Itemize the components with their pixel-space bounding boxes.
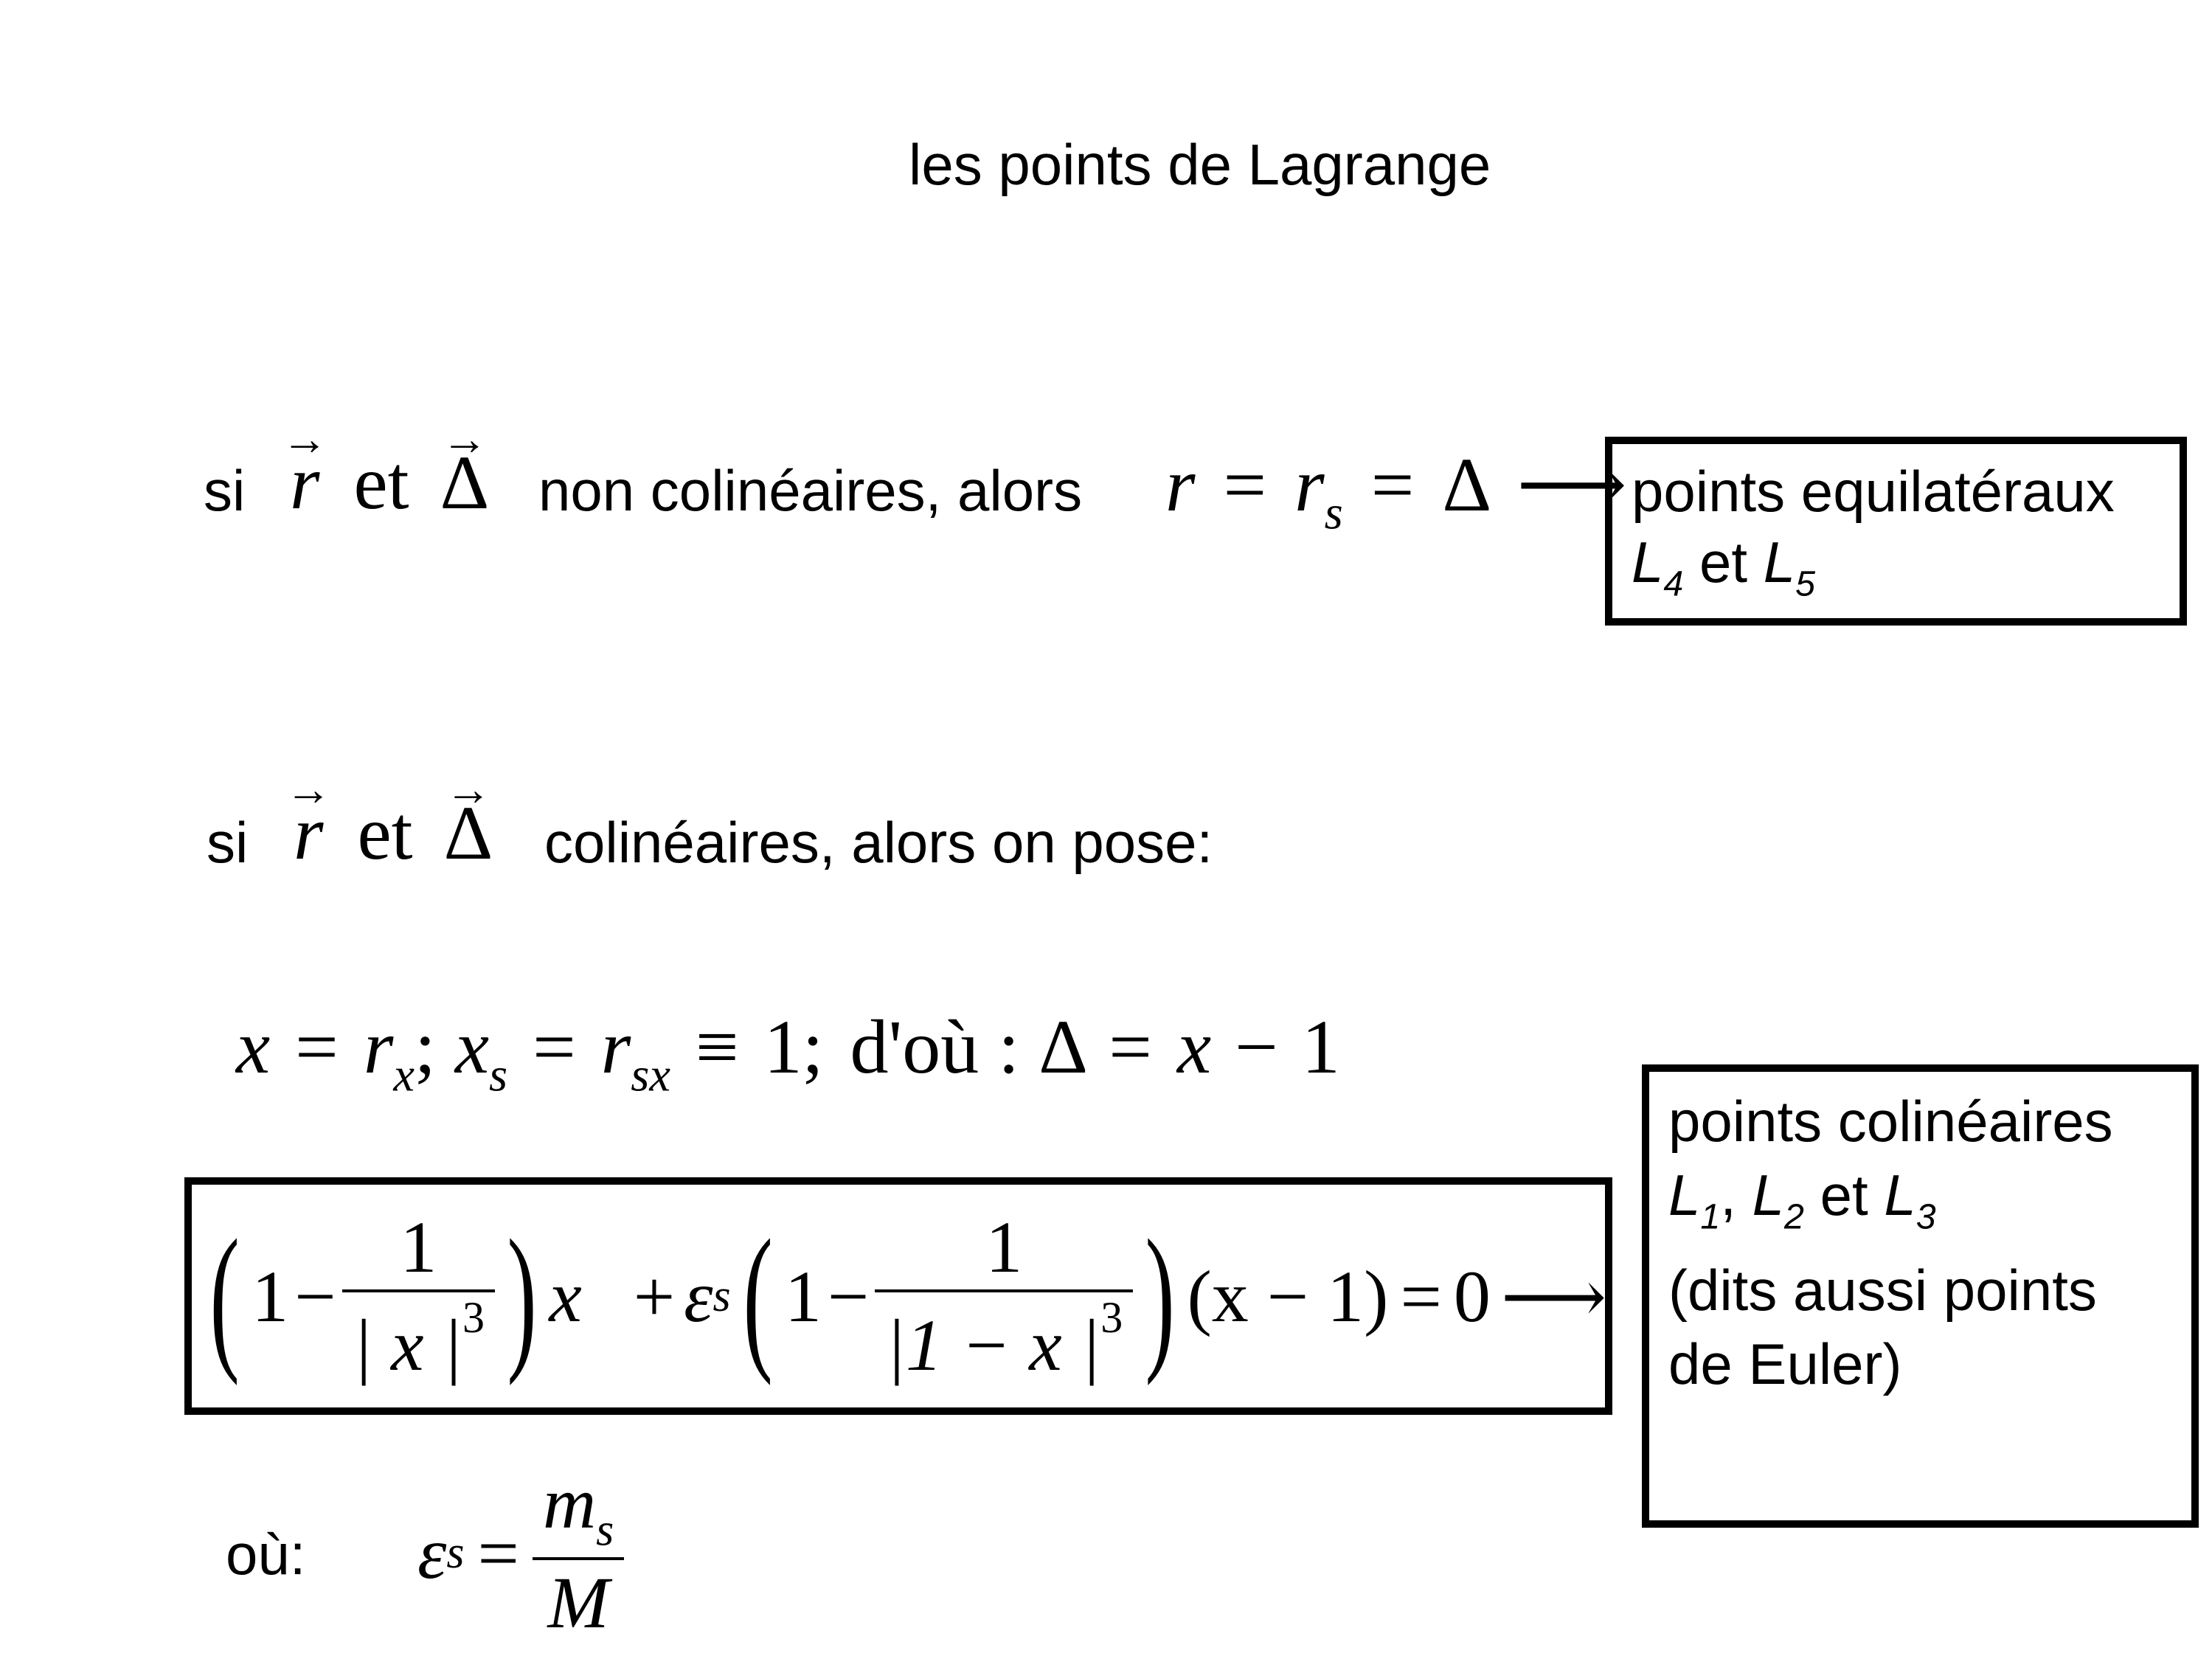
row3-eq1: = xyxy=(295,1005,339,1090)
row4-equals: = xyxy=(477,1511,519,1594)
equilateral-points-label: points equilatéraux L4 et L5 xyxy=(1632,456,2115,619)
collinear-equation-box xyxy=(184,1177,1612,1415)
arrow-icon: ⟶ xyxy=(1500,1255,1607,1338)
box2-equals: = xyxy=(1400,1255,1442,1337)
box2-fraction2: 1 |1 − x |3 xyxy=(875,1205,1134,1388)
row1-eq-delta: Δ xyxy=(1442,443,1488,527)
row2-delta: Δ xyxy=(443,791,493,876)
box2-den1: | x | xyxy=(352,1304,463,1386)
row1-r-vector: →r et →Δ xyxy=(282,414,490,525)
box3-line2: L1, L2 et L3 xyxy=(1668,1158,2113,1253)
box1-sub5: 5 xyxy=(1795,564,1815,604)
row4-num-sub: s xyxy=(596,1505,614,1556)
box2-den2-exp: 3 xyxy=(1100,1293,1123,1342)
box3-sub1: 1 xyxy=(1700,1196,1721,1237)
row1-eq-r2: r xyxy=(1294,443,1325,527)
row4-num-m: m xyxy=(542,1462,597,1545)
page-title: les points de Lagrange xyxy=(909,132,1491,197)
row4-eps-sub: s xyxy=(446,1527,465,1578)
row3-one: 1; xyxy=(763,1005,824,1090)
row3-semi: ; xyxy=(414,1005,436,1090)
row3-eq3: = xyxy=(1109,1005,1152,1090)
box3-line4: de Euler) xyxy=(1668,1331,1902,1397)
box1-line2: L4 et L5 xyxy=(1632,527,2115,619)
row3-x3: x xyxy=(1176,1005,1212,1090)
row3-equation: x = rx; xs = rsx ≡ 1; d'où : Δ = x − 1 xyxy=(236,1003,1340,1103)
box2-den2: |1 − x | xyxy=(885,1304,1101,1386)
box1-et: et xyxy=(1699,530,1748,595)
box3-et: et xyxy=(1820,1163,1868,1227)
row1-r: r xyxy=(290,440,320,525)
row3-dou: d'où : xyxy=(850,1005,1020,1090)
row3-x2: x xyxy=(454,1005,490,1090)
box2-rparen1: ) xyxy=(507,1206,537,1386)
box2-eps-sub: s xyxy=(713,1270,731,1321)
row1-si: si xyxy=(204,458,246,523)
box2-zero: 0 xyxy=(1453,1255,1491,1337)
box2-xm1: (x − 1) xyxy=(1187,1255,1389,1337)
box1-L5: L xyxy=(1763,530,1796,595)
box2-den1-exp: 3 xyxy=(462,1293,485,1342)
row4-den-M: M xyxy=(532,1556,625,1645)
row1-text: non colinéaires, alors xyxy=(538,458,1083,523)
box3-comma: , xyxy=(1720,1163,1736,1227)
box2-lparen2: ( xyxy=(743,1206,773,1386)
row3-sub-x: x xyxy=(393,1048,415,1101)
box3-line3: (dits aussi points xyxy=(1668,1258,2097,1323)
box2-minus2: − xyxy=(827,1255,870,1337)
box1-line1: points equilatéraux xyxy=(1632,459,2115,524)
box1-L4: L xyxy=(1632,530,1664,595)
row3-r: r xyxy=(363,1005,394,1090)
box1-sub4: 4 xyxy=(1663,564,1684,604)
row4-fraction: ms M xyxy=(532,1461,625,1645)
box2-eps: ε xyxy=(684,1255,713,1337)
row1-equation: r = rs = Δ ⟶ xyxy=(1165,439,1627,541)
row2-et: et xyxy=(357,791,413,876)
row3-equiv: ≡ xyxy=(695,1005,739,1090)
row3-eq2: = xyxy=(533,1005,576,1090)
box2-one1: 1 xyxy=(252,1255,289,1337)
row4-ou: où: xyxy=(226,1522,306,1587)
box2-one2: 1 xyxy=(784,1255,822,1337)
row1-eq-equals1: = xyxy=(1223,443,1267,527)
box2-plus: + xyxy=(633,1255,676,1337)
row3-one2: 1 xyxy=(1301,1005,1340,1090)
row2-si: si xyxy=(207,810,249,875)
row1-et: et xyxy=(353,440,409,525)
box2-num2: 1 xyxy=(985,1206,1023,1288)
box2-minus1: − xyxy=(294,1255,336,1337)
box3-L2: L xyxy=(1752,1163,1785,1227)
row3-sub-sx: sx xyxy=(631,1048,670,1101)
box3-sub2: 2 xyxy=(1784,1196,1804,1237)
row3-minus: − xyxy=(1235,1005,1278,1090)
box3-sub3: 3 xyxy=(1915,1196,1936,1237)
row3-x: x xyxy=(236,1005,271,1090)
row1-eq-sub-s: s xyxy=(1324,486,1343,539)
box3-L3: L xyxy=(1884,1163,1916,1227)
row3-r2: r xyxy=(600,1005,631,1090)
row2-r-vector: →r et →Δ xyxy=(285,764,493,876)
box2-x1: x xyxy=(549,1255,582,1337)
box3-line1: points colinéaires xyxy=(1668,1089,2113,1154)
box2-rparen2: ) xyxy=(1145,1206,1175,1386)
box2-lparen1: ( xyxy=(209,1206,240,1386)
equilateral-points-box xyxy=(1605,437,2187,626)
row2-text: colinéaires, alors on pose: xyxy=(544,810,1213,875)
row3-delta: Δ xyxy=(1039,1005,1084,1090)
row1-eq-r: r xyxy=(1165,443,1196,527)
row1-eq-equals2: = xyxy=(1370,443,1415,527)
collinear-points-label: points colinéaires L1, L2 et L3 (dits au… xyxy=(1668,1084,2113,1401)
box2-fraction1: 1 | x |3 xyxy=(341,1205,496,1388)
row3-sub-s: s xyxy=(489,1048,508,1101)
box3-L1: L xyxy=(1668,1163,1701,1227)
box2-num1: 1 xyxy=(400,1206,437,1288)
collinear-points-box xyxy=(1642,1064,2199,1528)
row2-r: r xyxy=(294,791,324,876)
row1-delta: Δ xyxy=(440,440,490,525)
row4-eps: ε xyxy=(417,1511,447,1594)
